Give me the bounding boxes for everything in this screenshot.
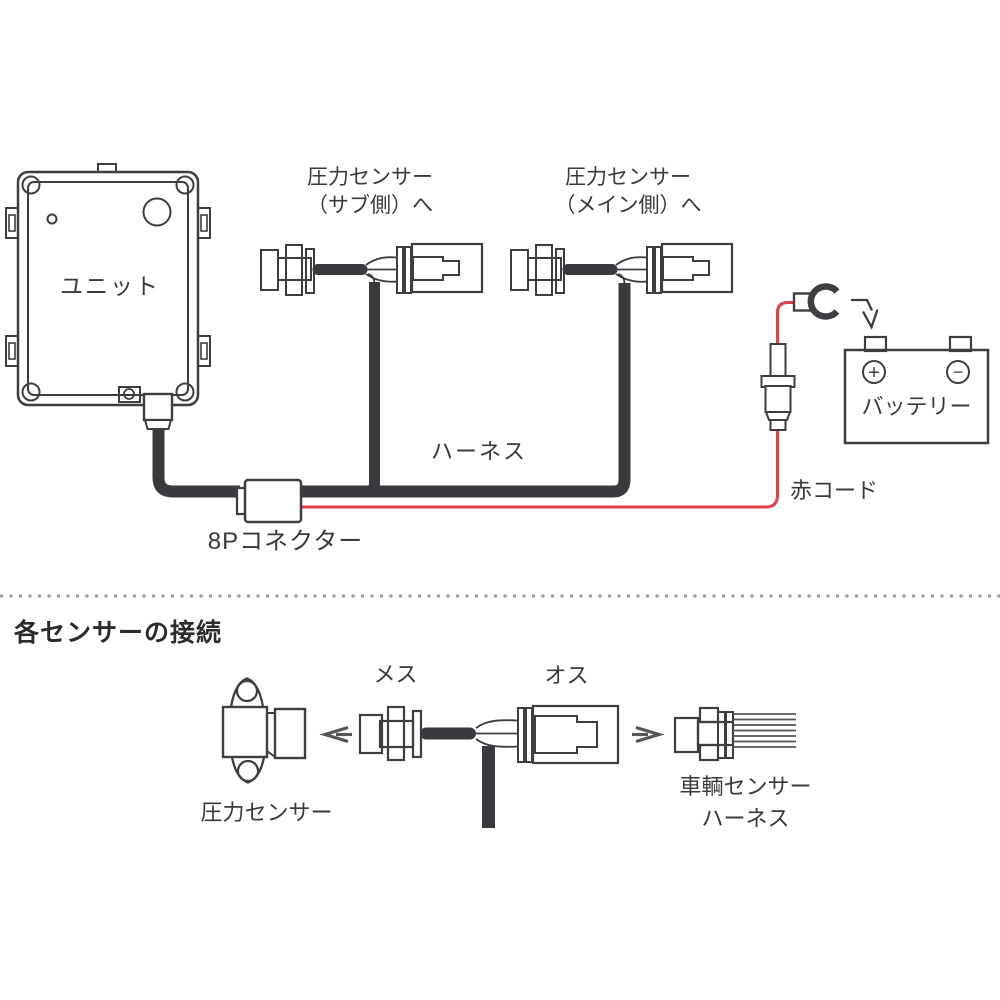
pressure-sensor-drawing [221,677,307,784]
sub-sensor-label: 圧力センサー （サブ側）へ [290,164,450,220]
vehicle-harness-label: 車輌センサー ハーネス [663,771,828,835]
unit-label: ユニット [60,273,160,299]
arrow-right-icon [632,725,665,744]
harness-wire [301,283,631,498]
main-sensor-label: 圧力センサー （メイン側）へ [543,164,713,220]
red-cord-label: 赤コード [790,478,879,503]
battery-arrow-icon [851,298,879,330]
sub-sensor-label-line2: （サブ側）へ [307,194,433,217]
unit-grommet-icon [142,197,172,227]
pressure-sensor-label: 圧力センサー [200,800,333,825]
harness-branch-sub [344,282,380,497]
male-label: オス [544,663,589,688]
female-connector [358,705,423,762]
battery-negative-terminal-icon [946,360,970,384]
sub-sensor-label-line1: 圧力センサー [307,166,433,189]
vehicle-harness-label-line2: ハーネス [701,806,790,831]
fuse-holder [760,343,796,431]
unit-led-icon [46,213,58,225]
arrow-left-icon [319,725,352,744]
female-label: メス [373,662,418,687]
male-connector [475,704,620,765]
connector-8p-label: 8Pコネクター [207,528,364,555]
battery-box [843,335,990,445]
unit-output-connector [142,392,174,430]
unit-box [5,163,211,407]
main-sensor-label-line2: （メイン側）へ [554,194,702,217]
battery-positive-terminal-icon [862,360,886,384]
connector-8p [235,478,303,524]
vehicle-harness-connector [673,706,796,762]
battery-negative-symbol: − [953,362,964,382]
vehicle-harness-wires [733,713,796,748]
harness-label: ハーネス [430,439,527,464]
battery-label: バッテリー [861,394,972,419]
vehicle-harness-label-line1: 車輌センサー [679,774,812,799]
section-heading: 各センサーの接続 [14,619,223,647]
wire-unit-to-8p [152,424,240,498]
main-sensor-label-line1: 圧力センサー [565,166,691,189]
ring-terminal-icon [807,283,840,320]
battery-positive-symbol: + [868,362,880,384]
